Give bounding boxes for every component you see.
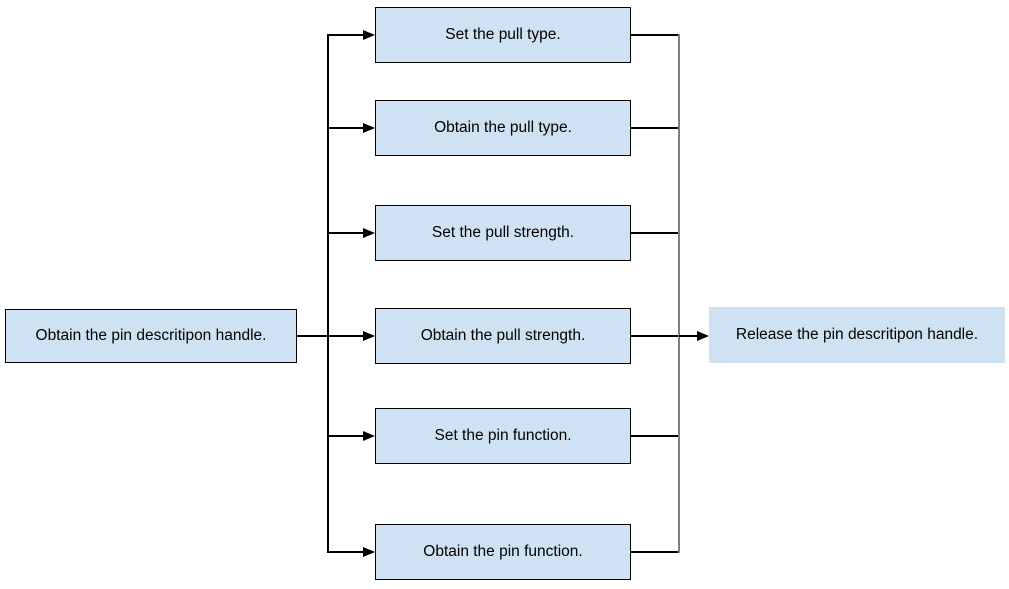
- connector-merge-row-5: [631, 435, 679, 437]
- node-obtain-pin-function: Obtain the pin function.: [375, 524, 631, 580]
- node-label: Obtain the pin function.: [423, 542, 583, 560]
- node-obtain-pull-type: Obtain the pull type.: [375, 100, 631, 156]
- arrowhead-icon: [363, 228, 375, 238]
- arrowhead-icon: [363, 123, 375, 133]
- arrowhead-icon: [363, 547, 375, 557]
- node-obtain-pull-strength: Obtain the pull strength.: [375, 308, 631, 364]
- connector-branch-row-1: [328, 34, 364, 36]
- connector-merge-row-4: [631, 335, 679, 337]
- connector-merge-row-3: [631, 232, 679, 234]
- connector-merge-row-2: [631, 127, 679, 129]
- node-release-pin-handle: Release the pin descritipon handle.: [709, 307, 1005, 363]
- arrowhead-icon: [363, 30, 375, 40]
- connector-branch-row-5: [328, 435, 364, 437]
- connector-branch-row-4: [328, 335, 364, 337]
- merge-vertical-line: [678, 34, 680, 553]
- connector-merge-to-end: [679, 335, 697, 337]
- connector-start-to-branch: [297, 335, 328, 337]
- node-obtain-pin-handle: Obtain the pin descritipon handle.: [5, 309, 297, 363]
- branch-vertical-line: [327, 34, 329, 553]
- arrowhead-icon: [363, 331, 375, 341]
- node-label: Obtain the pull strength.: [420, 326, 586, 344]
- connector-merge-row-6: [631, 551, 679, 553]
- node-label: Obtain the pin descritipon handle.: [35, 326, 267, 344]
- node-label: Set the pull strength.: [431, 223, 575, 241]
- arrowhead-icon: [697, 331, 709, 341]
- node-label: Set the pull type.: [445, 25, 561, 43]
- connector-branch-row-2: [328, 127, 364, 129]
- node-set-pull-strength: Set the pull strength.: [375, 205, 631, 261]
- connector-merge-row-1: [631, 34, 679, 36]
- node-label: Set the pin function.: [434, 426, 572, 444]
- node-set-pull-type: Set the pull type.: [375, 7, 631, 63]
- connector-branch-row-3: [328, 232, 364, 234]
- node-label: Release the pin descritipon handle.: [735, 325, 979, 343]
- node-set-pin-function: Set the pin function.: [375, 408, 631, 464]
- node-label: Obtain the pull type.: [434, 118, 572, 136]
- arrowhead-icon: [363, 431, 375, 441]
- connector-branch-row-6: [328, 551, 364, 553]
